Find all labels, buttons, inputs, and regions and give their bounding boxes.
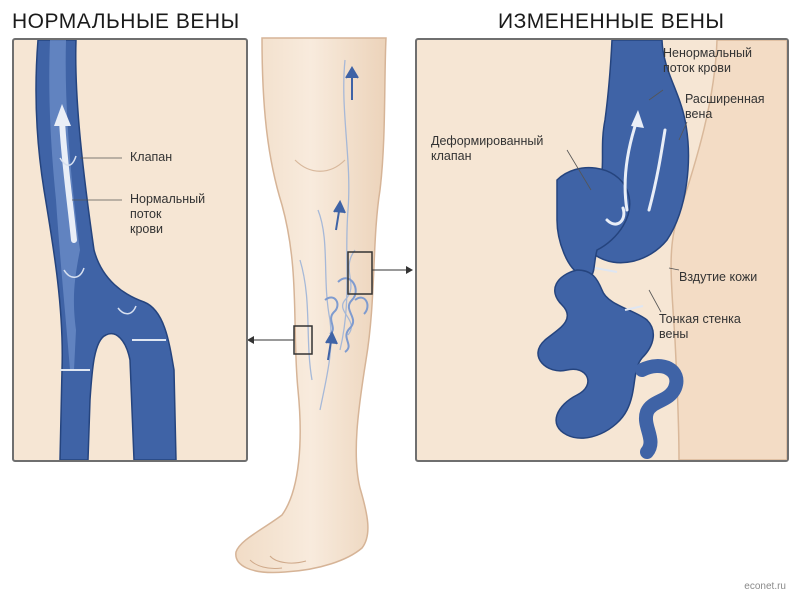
tortuous-vein (537, 269, 654, 439)
varicose-vein-diagram (537, 40, 787, 460)
label-abnormal-flow-line1: Ненормальный (663, 46, 753, 60)
label-thin-wall-line1: Тонкая стенка (659, 312, 741, 326)
normal-flow-arrow (59, 117, 77, 243)
normal-veins-title: НОРМАЛЬНЫЕ ВЕНЫ (12, 10, 240, 33)
label-normal-flow: Нормальный поток крови (130, 192, 205, 237)
changed-veins-panel: Ненормальный поток крови Расширенная вен… (415, 38, 789, 462)
changed-vein-bands (594, 267, 644, 311)
label-dilated-vein-line2: вена (685, 107, 713, 121)
knee-line (294, 159, 346, 172)
normal-vein-diagram (35, 40, 177, 460)
label-dilated-vein-line1: Расширенная (685, 92, 765, 106)
label-thin-wall-line2: вены (659, 327, 689, 341)
normal-vein-bands (60, 339, 166, 371)
leader-abnormal-flow (648, 89, 664, 101)
label-deformed-valve: Деформированный клапан (431, 134, 543, 164)
leader-skin-bulge (668, 267, 680, 271)
label-dilated-vein: Расширенная вена (685, 92, 765, 122)
label-normal-flow-line3: крови (130, 222, 163, 236)
label-skin-bulge: Вздутие кожи (679, 270, 758, 284)
tortuous-vein-lower (635, 359, 684, 459)
label-deformed-valve-line1: Деформированный (431, 134, 544, 148)
label-abnormal-flow-line2: поток крови (663, 61, 731, 75)
label-normal-flow-line2: поток (130, 207, 162, 221)
abnormal-flow-arrows (605, 118, 667, 226)
deformed-valve-pocket (556, 166, 631, 277)
leg-flow-arrows (325, 66, 359, 361)
label-abnormal-flow: Ненормальный поток крови (663, 46, 752, 76)
leader-deformed-valve (566, 149, 592, 191)
normal-valves (59, 155, 137, 315)
zoom-box-changed (347, 251, 373, 295)
normal-veins-panel: Клапан Нормальный поток крови (12, 38, 248, 462)
label-valve: Клапан (130, 150, 173, 164)
skin-wall (670, 40, 787, 460)
leader-dilated-vein (678, 121, 688, 141)
label-normal-flow-line1: Нормальный (130, 192, 206, 206)
leader-thin-wall (648, 289, 662, 313)
label-thin-wall: Тонкая стенка вены (659, 312, 741, 342)
leg-surface-veins (299, 59, 356, 411)
watermark: econet.ru (744, 581, 786, 592)
label-deformed-valve-line2: клапан (431, 149, 472, 163)
leg-outline (235, 37, 387, 574)
changed-veins-title: ИЗМЕНЕННЫЕ ВЕНЫ (498, 10, 725, 33)
toe-lines (249, 555, 307, 569)
leg-varicose-cluster (324, 277, 369, 353)
